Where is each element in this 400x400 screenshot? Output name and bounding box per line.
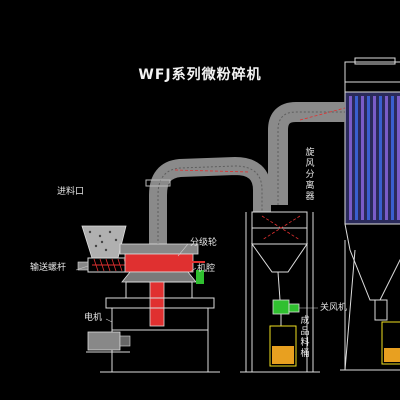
bag-filter (340, 57, 400, 371)
duct-to-cyclone (145, 156, 271, 245)
label-cyclone: 旋风分离器 (305, 148, 315, 202)
label-product-bucket: 成品料桶 (300, 316, 310, 359)
duct-to-filter (268, 102, 346, 205)
label-motor: 电机 (84, 313, 103, 323)
leader-lines (75, 243, 318, 323)
label-screw: 输送螺杆 (30, 263, 67, 273)
label-fan: 关风机 (320, 303, 348, 313)
label-classifier: 分级轮 (190, 238, 218, 248)
crusher-body (100, 243, 220, 373)
diagram-title: WFJ系列微粉碎机 (138, 67, 262, 83)
support-frame (240, 212, 320, 373)
motor (86, 331, 131, 353)
label-inlet: 进料口 (57, 187, 85, 197)
label-chamber: 机腔 (197, 264, 216, 274)
product-bucket (269, 325, 297, 367)
filter-bags (349, 96, 400, 220)
